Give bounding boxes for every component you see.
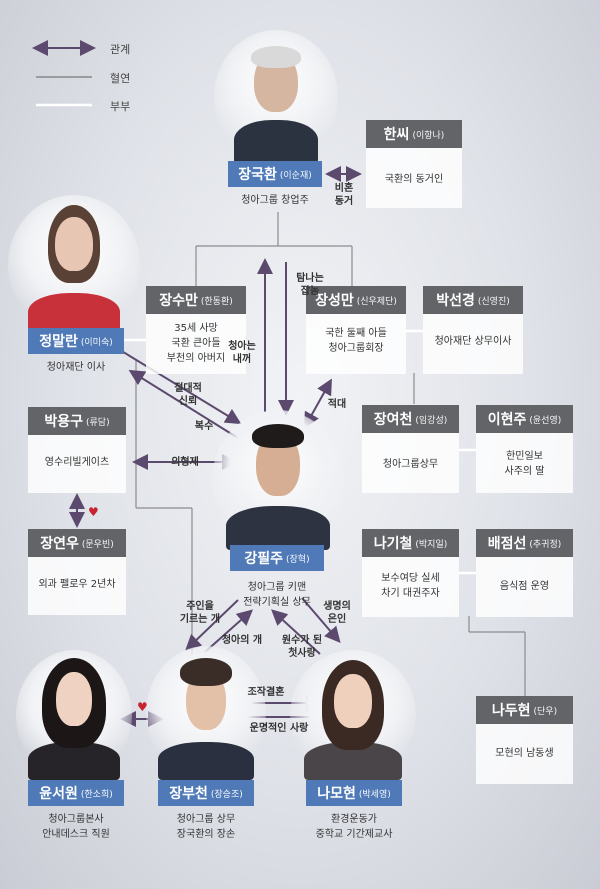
card-park-seongyeong: 박선경 (신영진) 청아재단 상무이사 — [423, 286, 523, 374]
name-jang-gukhwan: 장국환 (이순재) — [228, 161, 322, 187]
name-yun-seowon: 윤서원 (한소희) — [28, 780, 124, 806]
relation-jeokdae: 적대 — [327, 399, 347, 410]
relation-uihyeongje: 의형제 — [171, 457, 199, 468]
legend-label: 혈연 — [110, 72, 131, 85]
spouse-lines — [120, 329, 476, 575]
legend-label: 부부 — [110, 100, 131, 113]
name-jeong-malran: 정말란 (이미숙) — [28, 328, 124, 354]
card-jang-suman: 장수만 (한동환) 35세 사망 국환 큰아들 부천의 아버지 — [146, 286, 246, 374]
name-jang-bucheon: 장부천 (장승조) — [158, 780, 254, 806]
name-kang-pilju: 강필주 (장혁) — [230, 545, 324, 571]
card-na-duhyeon: 나두현 (단우) 모현의 남동생 — [476, 696, 573, 784]
portrait-kang-pilju — [212, 410, 344, 550]
blood-lines — [135, 212, 526, 696]
card-jang-yeocheon: 장여천 (임강성) 청아그룹상무 — [362, 405, 459, 493]
desc-lee-hyeonju: 한민일보 사주의 딸 — [504, 451, 545, 477]
desc-jang-gukhwan: 청아그룹 창업주 — [241, 195, 309, 206]
legend-relation: 관계 — [100, 41, 130, 57]
desc-park-seongyeong: 청아재단 상무이사 — [434, 336, 512, 347]
card-bae-jeomseon: 배점선 (추귀정) 음식점 운영 — [476, 529, 573, 617]
card-na-gicheol: 나기철 (박지일) 보수여당 실세 차기 대권주자 — [362, 529, 459, 617]
legend-blood: 혈연 — [100, 70, 130, 86]
card-jang-seongman: 장성만 (신우제단) 국한 둘째 아들 청아그룹회장 — [306, 286, 406, 374]
desc-jang-yeonwoo: 외과 펠로우 2년차 — [38, 579, 116, 590]
name-hanssi: 한씨 (이항나) — [366, 120, 462, 148]
desc-jang-seongman: 국한 둘째 아들 청아그룹회장 — [325, 328, 387, 354]
relation-jojak-gyeolhon: 조작결혼 — [247, 687, 285, 698]
character-name: 장국환 — [238, 167, 277, 183]
desc-jang-bucheon: 청아그룹 상무 장국환의 장손 — [176, 814, 236, 840]
card-jang-yeonwoo: 장연우 (문우빈) 외과 펠로우 2년차 — [28, 529, 126, 615]
relation-boksu: 복수 — [194, 421, 214, 432]
portrait-na-mohyeon — [290, 650, 416, 780]
desc-jang-yeocheon: 청아그룹상무 — [382, 459, 439, 470]
card-park-yonggu: 박용구 (류담) 영수리빌게이츠 — [28, 407, 126, 493]
desc-jeong-malran: 청아재단 이사 — [46, 362, 106, 373]
desc-yun-seowon: 청아그룹본사 안내데스크 직원 — [42, 814, 110, 840]
desc-hanssi: 국환의 동거인 — [384, 174, 444, 185]
desc-kang-pilju: 청아그룹 키맨 전략기획실 상무 — [243, 582, 311, 608]
card-lee-hyeonju: 이현주 (윤선영) 한민일보 사주의 딸 — [476, 405, 573, 493]
portrait-jeong-malran — [8, 195, 140, 335]
actor-name: (이순재) — [279, 170, 312, 181]
portrait-jang-bucheon — [146, 646, 266, 780]
name-na-mohyeon: 나모현 (박세영) — [306, 780, 402, 806]
relation-unmyeongjeogin-sarang: 운명적인 사랑 — [249, 723, 309, 734]
desc-na-duhyeon: 모현의 남동생 — [495, 748, 554, 759]
heart-icon: ♥ — [88, 505, 99, 519]
desc-bae-jeomseon: 음식점 운영 — [499, 581, 550, 592]
portrait-yun-seowon — [16, 650, 132, 780]
relation-cheongaui-gae: 청아의 개 — [221, 635, 263, 646]
legend-spouse: 부부 — [100, 98, 130, 114]
legend-label: 관계 — [110, 43, 131, 56]
card-hanssi: 한씨 (이항나) 국환의 동거인 — [366, 120, 462, 208]
desc-na-mohyeon: 환경운동가 중학교 기간제교사 — [315, 814, 393, 840]
desc-jang-suman: 35세 사망 국환 큰아들 부천의 아버지 — [166, 323, 226, 364]
desc-na-gicheol: 보수여당 실세 차기 대권주자 — [381, 573, 440, 599]
portrait-jang-gukhwan — [214, 30, 338, 164]
heart-icon: ♥ — [137, 700, 148, 714]
desc-park-yonggu: 영수리빌게이츠 — [44, 457, 110, 468]
